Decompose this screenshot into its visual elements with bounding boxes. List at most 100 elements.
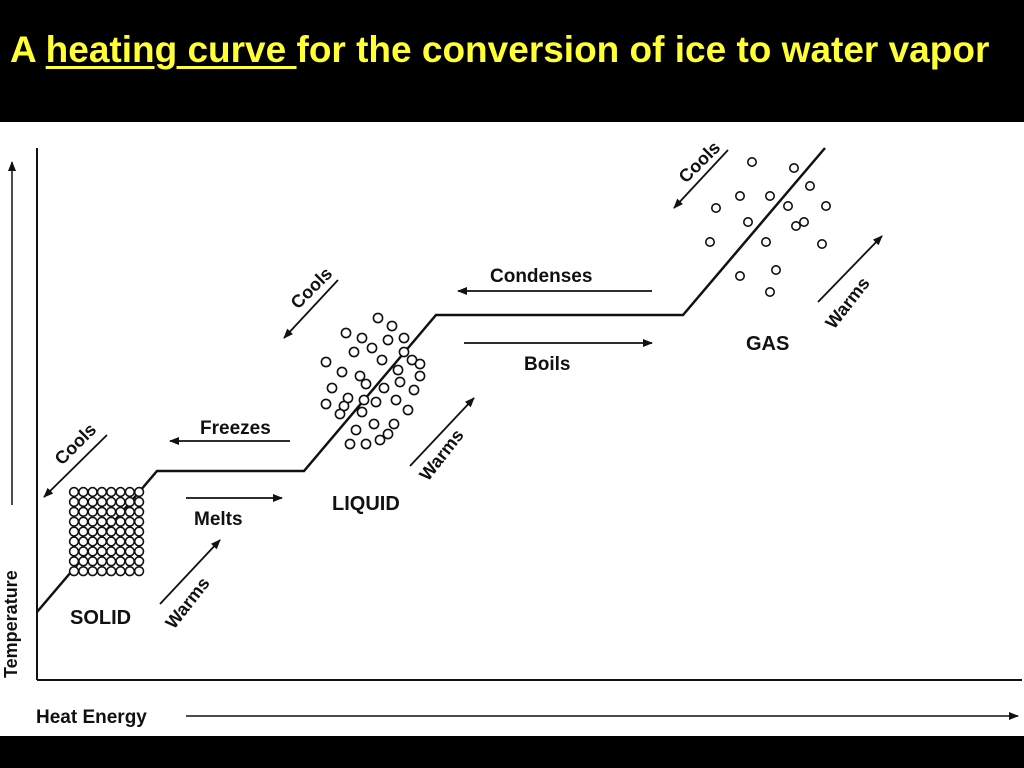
title-prefix: A [10, 29, 46, 70]
x-axis-label: Heat Energy [36, 707, 147, 728]
boils-label: Boils [524, 354, 570, 375]
liquid-particle [350, 424, 362, 436]
solid-particle [78, 516, 89, 527]
warms-label-gas: Warms [821, 273, 873, 332]
solid-particle [96, 565, 108, 577]
solid-particle [105, 526, 117, 537]
phase-label-solid: SOLID [70, 607, 131, 629]
bottom-bar [0, 736, 1024, 768]
title-bar: A heating curve for the conversion of ic… [0, 0, 1024, 122]
solid-particle [115, 536, 126, 547]
solid-particle [105, 486, 117, 498]
solid-particle [78, 546, 89, 557]
liquid-particle [358, 394, 370, 406]
title-suffix: for the conversion of ice to water vapor [296, 29, 990, 70]
warms-arrow-gas [817, 235, 883, 303]
cools-arrow-gas [673, 149, 729, 209]
heating-curve [36, 147, 826, 613]
solid-particle [115, 565, 126, 577]
liquid-particle [334, 408, 346, 420]
gas-particles [704, 157, 831, 297]
solid-particle [133, 536, 145, 547]
phase-label-gas: GAS [746, 333, 789, 355]
liquid-particle [320, 398, 332, 410]
liquid-particle [344, 438, 356, 450]
liquid-particle [414, 358, 426, 370]
liquid-particle [398, 346, 410, 358]
freezes-label: Freezes [200, 418, 271, 439]
solid-particle [105, 536, 117, 547]
solid-particle [133, 556, 145, 567]
solid-particle [124, 486, 136, 498]
condenses-label: Condenses [490, 266, 592, 287]
solid-particle [68, 565, 80, 577]
liquid-particle [402, 404, 414, 416]
solid-particle [105, 546, 117, 557]
liquid-particle [368, 418, 380, 430]
liquid-particle [388, 418, 400, 430]
solid-particle [133, 486, 145, 498]
solid-particle [68, 526, 80, 537]
gas-particle [704, 237, 715, 248]
solid-particle [96, 496, 108, 508]
solid-particle [68, 486, 80, 498]
gas-particle [782, 201, 793, 212]
warms-label-liquid: Warms [415, 425, 467, 484]
liquid-particle [378, 382, 390, 394]
liquid-particle [374, 434, 386, 446]
gas-particle [710, 203, 721, 214]
solid-particle [124, 536, 136, 547]
solid-particle [105, 516, 117, 527]
gas-particle [742, 217, 753, 228]
liquid-particle [340, 327, 352, 339]
solid-particle [87, 526, 98, 537]
solid-particle [124, 526, 136, 537]
warms-arrow-solid [159, 539, 221, 605]
gas-particle [788, 163, 799, 174]
solid-particle [87, 565, 98, 577]
solid-particle [124, 546, 136, 557]
cools-arrow-liquid [283, 279, 339, 339]
solid-particle [105, 496, 117, 508]
gas-particle [764, 286, 775, 297]
liquid-particle [414, 370, 426, 382]
solid-particle [133, 506, 145, 517]
solid-particles [68, 486, 145, 577]
solid-particle [87, 536, 98, 547]
solid-particle [96, 516, 108, 527]
warms-arrow-liquid [409, 397, 475, 467]
solid-particle [87, 546, 98, 557]
solid-particle [68, 496, 80, 508]
liquid-particle [336, 366, 348, 378]
solid-particle [78, 496, 89, 508]
solid-particle [105, 565, 117, 577]
solid-particle [133, 516, 145, 527]
slide-title: A heating curve for the conversion of ic… [10, 26, 1010, 74]
cools-label-solid: Cools [51, 419, 101, 469]
liquid-particle [356, 332, 368, 344]
melts-label: Melts [194, 509, 243, 530]
liquid-particle [360, 438, 372, 450]
gas-particle [746, 157, 757, 168]
gas-particle [734, 191, 745, 202]
phase-label-liquid: LIQUID [332, 493, 400, 515]
liquid-particle [408, 384, 420, 396]
solid-particle [115, 526, 126, 537]
solid-particle [124, 556, 136, 567]
solid-particle [105, 506, 117, 517]
solid-particle [96, 546, 108, 557]
title-highlight: heating curve [45, 29, 297, 70]
liquid-particle [376, 354, 388, 366]
solid-particle [115, 486, 126, 498]
solid-particle [96, 536, 108, 547]
solid-particle [124, 506, 136, 517]
solid-particle [96, 526, 108, 537]
gas-particle [804, 181, 815, 192]
solid-particle [68, 516, 80, 527]
warms-label-solid: Warms [161, 573, 213, 632]
gas-particle [790, 221, 801, 232]
solid-particle [78, 565, 89, 577]
cools-arrow-solid [43, 434, 108, 498]
liquid-particle [390, 394, 402, 406]
solid-particle [87, 506, 98, 517]
